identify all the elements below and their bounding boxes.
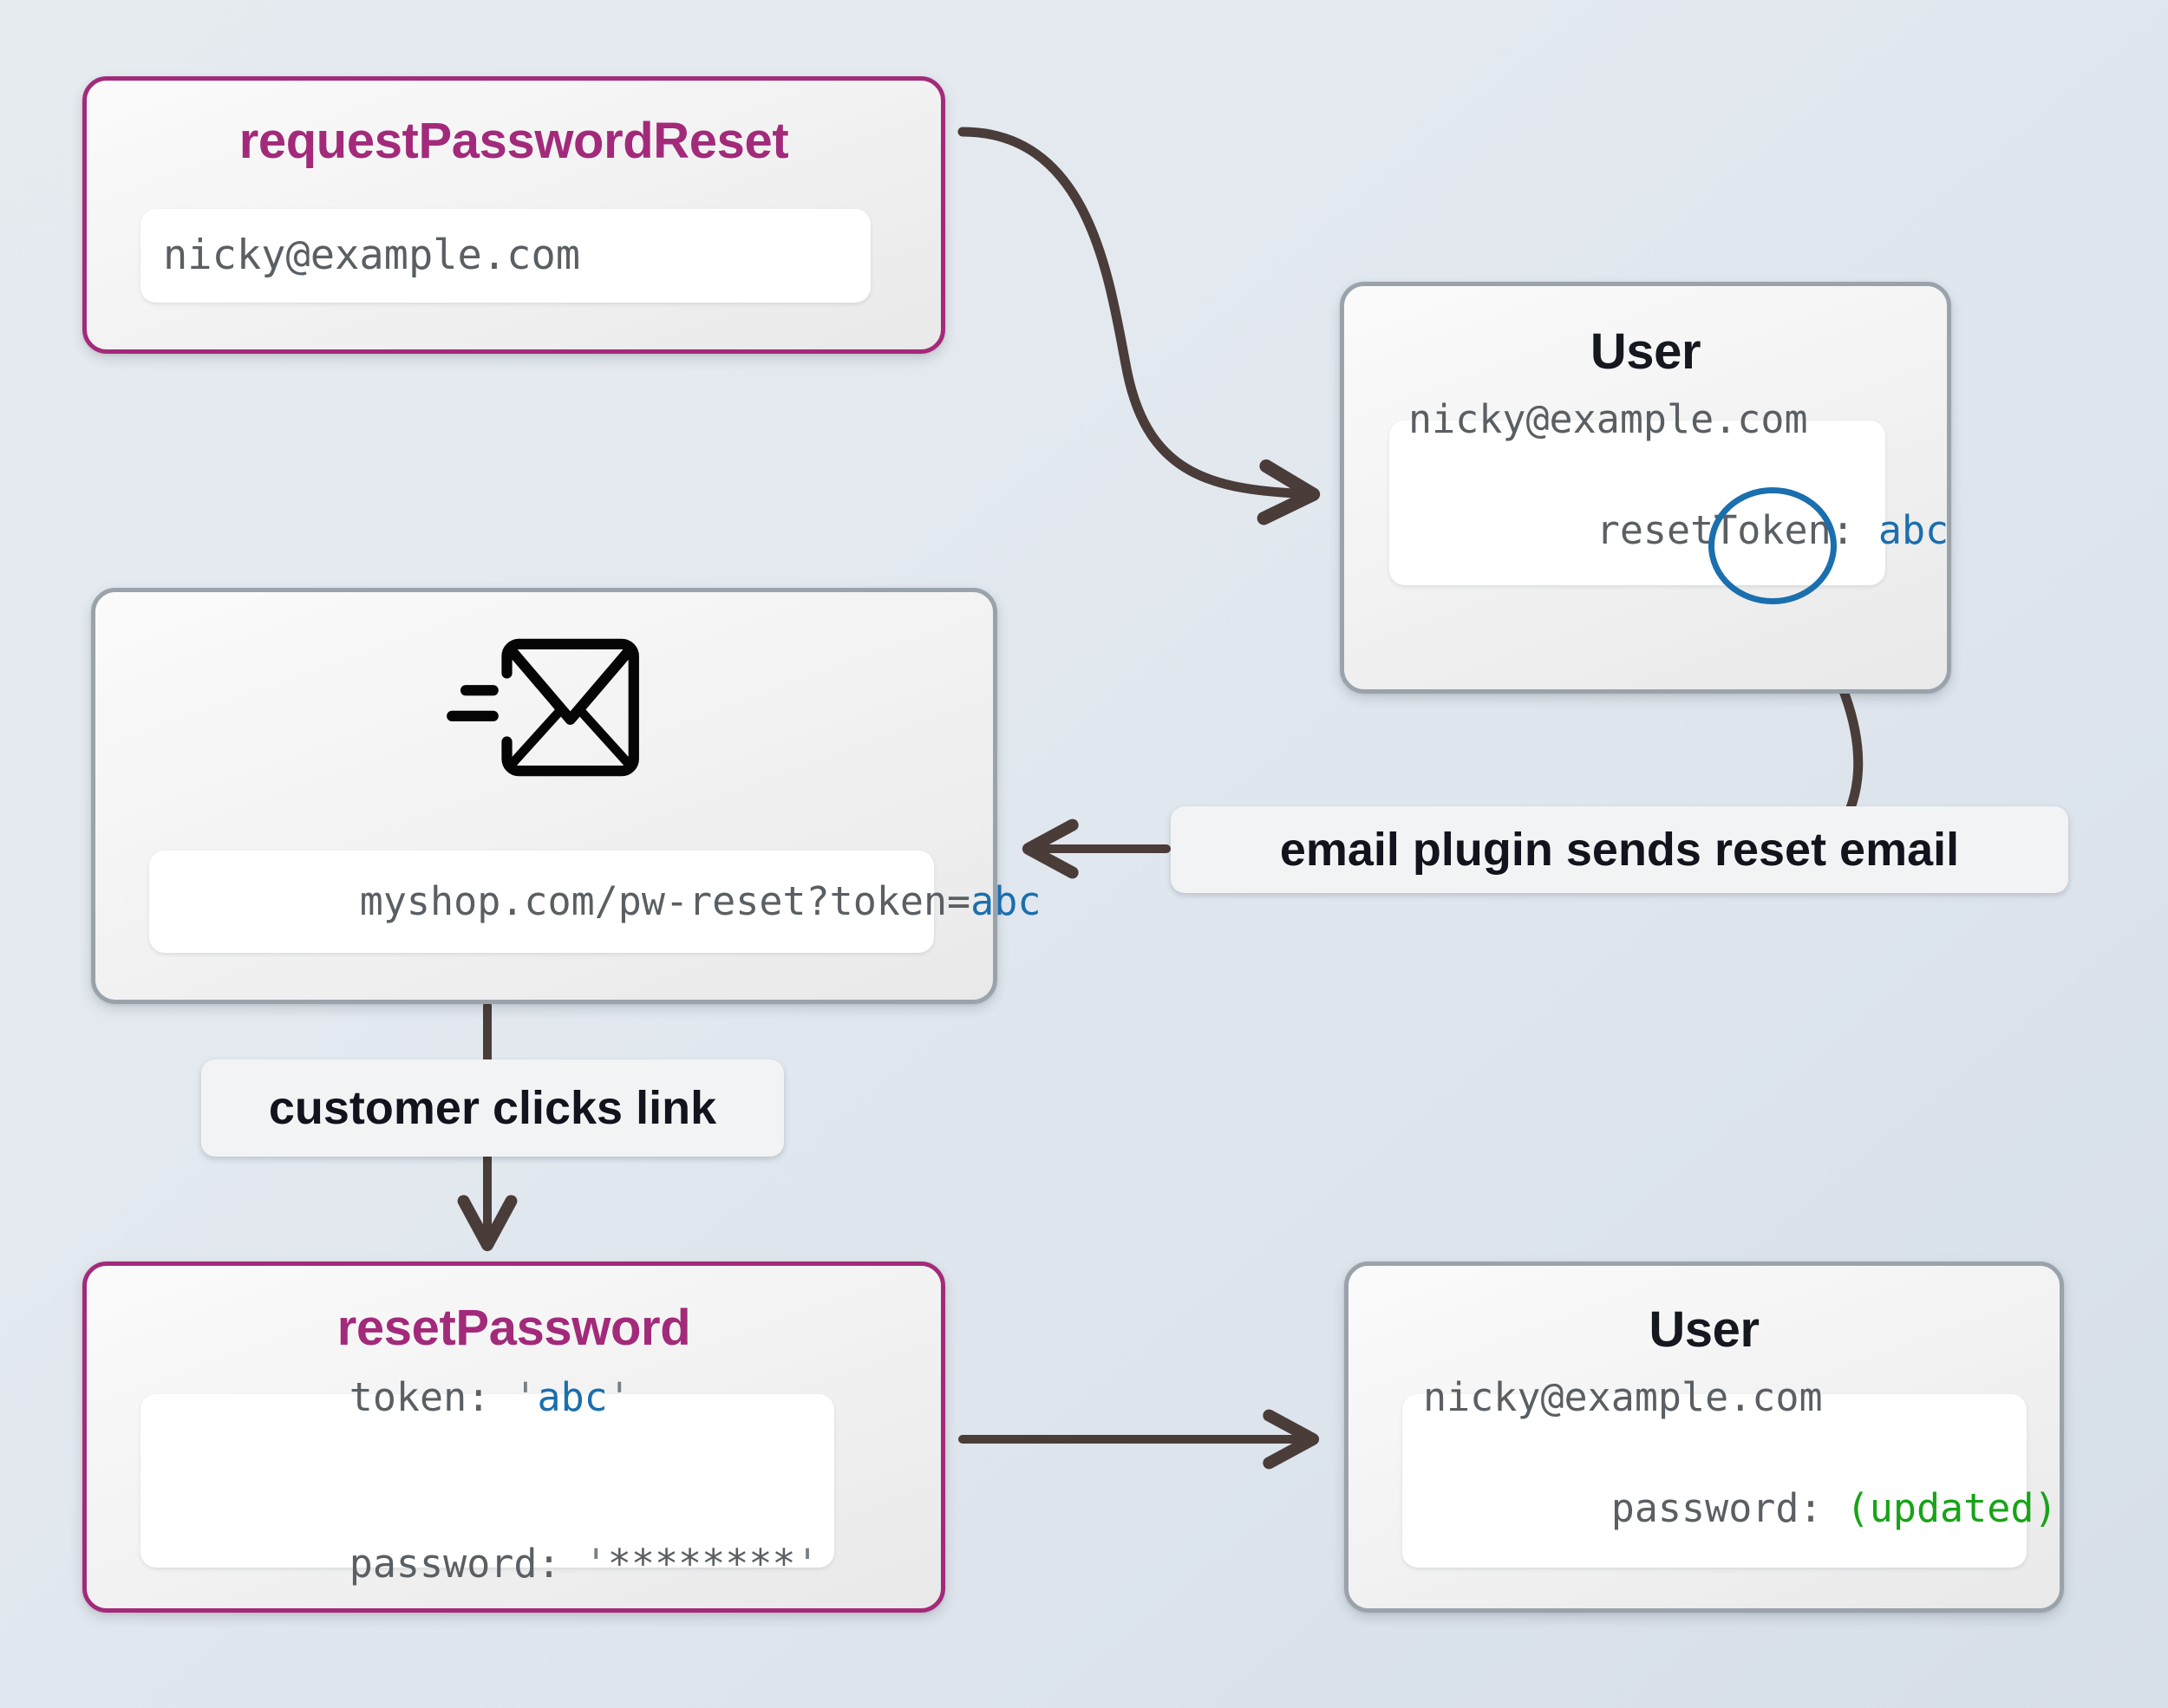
node-user-updated[interactable]: User nicky@example.com password: (update… bbox=[1344, 1261, 2064, 1613]
node-title-user-updated: User bbox=[1649, 1301, 1760, 1358]
field-token-quote-open: ' bbox=[513, 1374, 538, 1421]
edge-label-customer-clicks[interactable]: customer clicks link bbox=[201, 1059, 784, 1157]
field-reset-url-token: abc bbox=[970, 878, 1042, 925]
node-request-password-reset[interactable]: requestPasswordReset nicky@example.com bbox=[82, 76, 945, 354]
field-token-label: token: bbox=[349, 1374, 491, 1421]
node-title-reset-password: resetPassword bbox=[336, 1300, 691, 1356]
field-email: nicky@example.com bbox=[1408, 396, 1808, 443]
field-email: nicky@example.com bbox=[1423, 1374, 1823, 1421]
edge-label-email-plugin-text: email plugin sends reset email bbox=[1279, 824, 1960, 876]
field-panel-reset-password: token: 'abc' password: '********' bbox=[140, 1374, 834, 1587]
field-panel-request-email: nicky@example.com bbox=[140, 209, 871, 303]
field-password-quote-open: ' bbox=[584, 1540, 608, 1587]
field-password-value: ******** bbox=[607, 1540, 796, 1587]
field-password: password: (updated) bbox=[1423, 1425, 2058, 1592]
edge-label-email-plugin[interactable]: email plugin sends reset email bbox=[1171, 806, 2068, 893]
node-user-with-token[interactable]: User nicky@example.com resetToken: abc bbox=[1340, 282, 1951, 694]
edge-request-to-user bbox=[957, 127, 1321, 525]
field-password-label: password: bbox=[1610, 1485, 1823, 1531]
field-password-label: password: bbox=[349, 1540, 561, 1587]
field-password-value: (updated) bbox=[1845, 1485, 2058, 1531]
field-reset-url: myshop.com/pw-reset?token=abc bbox=[172, 818, 1042, 985]
edge-label-customer-clicks-text: customer clicks link bbox=[268, 1082, 717, 1134]
field-panel-user-updated: nicky@example.com password: (updated) bbox=[1402, 1374, 2058, 1568]
field-token-value: abc bbox=[537, 1374, 608, 1421]
field-token-quote-close: ' bbox=[607, 1374, 631, 1421]
field-panel-reset-link: myshop.com/pw-reset?token=abc bbox=[149, 851, 1041, 953]
token-highlight-circle bbox=[1708, 487, 1837, 604]
field-reset-url-prefix: myshop.com/pw-reset?token= bbox=[359, 878, 971, 925]
field-reset-token-value: abc bbox=[1877, 507, 1949, 553]
node-title-request-password-reset: requestPasswordReset bbox=[238, 113, 789, 169]
node-title-user-with-token: User bbox=[1590, 323, 1701, 380]
node-reset-email[interactable]: myshop.com/pw-reset?token=abc bbox=[91, 588, 1041, 1004]
field-email: nicky@example.com bbox=[163, 231, 581, 279]
node-reset-password[interactable]: resetPassword token: 'abc' password: '**… bbox=[82, 1261, 945, 1613]
field-password: password: '********' bbox=[161, 1481, 820, 1647]
send-email-icon bbox=[441, 634, 649, 781]
field-password-quote-close: ' bbox=[795, 1540, 820, 1587]
field-token: token: 'abc' bbox=[161, 1314, 813, 1481]
